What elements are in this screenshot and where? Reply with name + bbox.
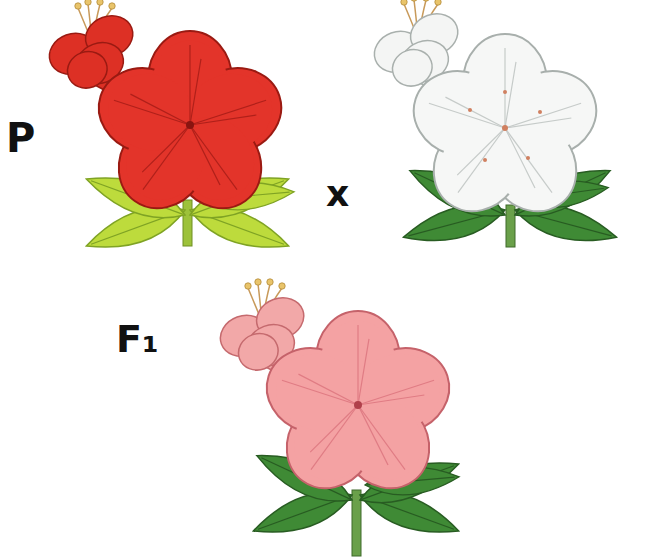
generation-label: F₁	[116, 320, 159, 358]
pink-flower	[215, 279, 464, 556]
white-flower	[369, 0, 621, 252]
red-flower	[44, 0, 296, 260]
cross-symbol: x	[326, 176, 349, 212]
generation-label: P	[6, 118, 35, 158]
